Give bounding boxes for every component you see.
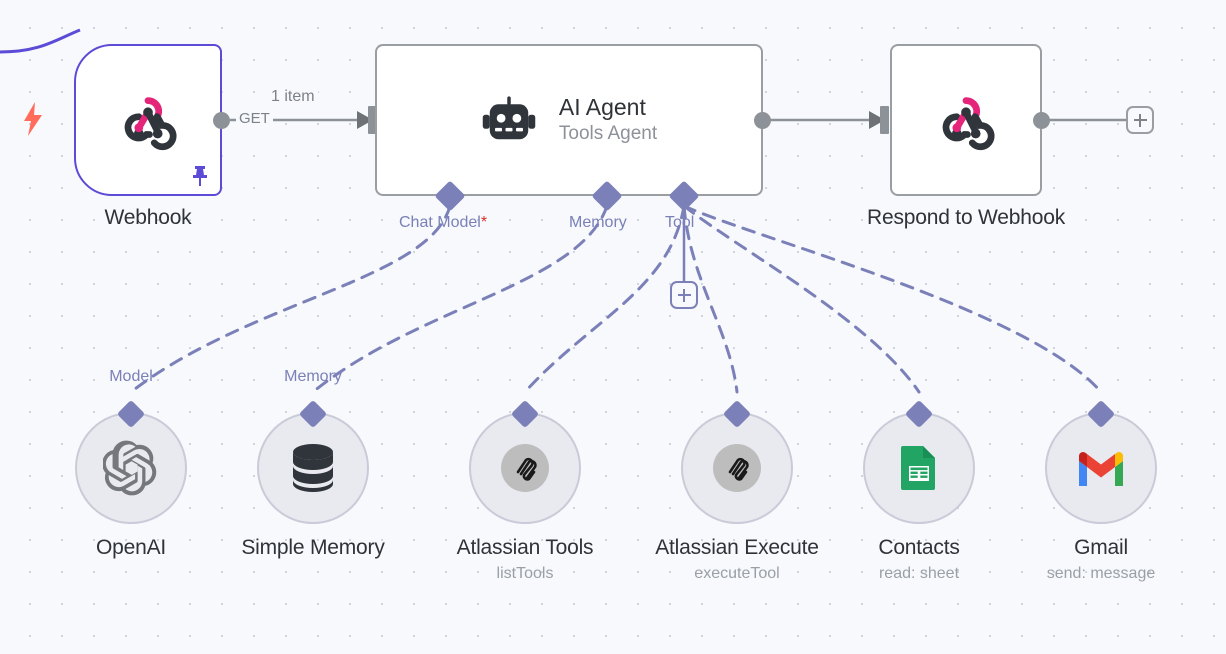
subnode-contacts-label-wrap: Contacts read: sheet: [878, 536, 959, 583]
subnode-atlassian-tools-subtitle: listTools: [496, 565, 554, 582]
add-tool-button[interactable]: [670, 281, 698, 309]
node-ai-agent-title: AI Agent: [558, 94, 646, 121]
atlassian-tool-icon: [713, 444, 761, 492]
node-webhook-title-wrap: Webhook: [105, 206, 192, 230]
subnode-gmail-subtitle: send: message: [1046, 565, 1156, 582]
port-memory-label: Memory: [569, 214, 627, 231]
subnode-openai-port[interactable]: [116, 399, 146, 429]
node-respond-title-wrap: Respond to Webhook: [867, 206, 1065, 230]
subnode-contacts-port[interactable]: [904, 399, 934, 429]
plus-vertical-bar: [683, 288, 685, 302]
webhook-icon: [124, 97, 177, 151]
node-ai-agent-subtitle: Tools Agent: [558, 123, 658, 145]
subnode-atlassian-tools[interactable]: Atlassian Tools listTools: [457, 399, 594, 582]
port-chat-model-label: Chat Model*: [399, 214, 487, 232]
webhook-icon: [942, 97, 995, 151]
subnode-simple-memory-label-wrap: Simple Memory: [241, 536, 384, 560]
subnode-gmail-title: Gmail: [1074, 536, 1128, 559]
subnode-gmail-port[interactable]: [1086, 399, 1116, 429]
connection-method-label: GET: [236, 110, 273, 127]
port-required-asterisk: *: [480, 214, 488, 231]
subnode-gmail-label-wrap: Gmail send: message: [1047, 536, 1156, 583]
node-ai-agent[interactable]: AI Agent Tools Agent: [375, 44, 763, 196]
subnode-simple-memory-port[interactable]: [298, 399, 328, 429]
subnode-simple-memory-title: Simple Memory: [241, 536, 385, 559]
openai-icon: [103, 440, 157, 496]
subnode-atlassian-execute-port[interactable]: [722, 399, 752, 429]
respond-output-dot[interactable]: [1033, 112, 1050, 129]
subnode-atlassian-tools-port[interactable]: [510, 399, 540, 429]
agent-output-dot[interactable]: [754, 112, 771, 129]
subnode-simple-memory-port-label: Memory: [284, 368, 342, 385]
subnode-gmail[interactable]: Gmail send: message: [1045, 399, 1157, 582]
subnode-atlassian-tools-title: Atlassian Tools: [456, 536, 594, 559]
atlassian-tool-icon: [501, 444, 549, 492]
subnode-atlassian-execute-subtitle: executeTool: [694, 565, 780, 582]
robot-icon: [482, 96, 536, 140]
node-respond-to-webhook[interactable]: Respond to Webhook: [867, 44, 1065, 229]
plus-vertical-bar: [1139, 113, 1141, 127]
subnode-openai-label-wrap: OpenAI: [96, 536, 166, 560]
agent-input-bar[interactable]: [368, 106, 377, 134]
add-node-button[interactable]: [1126, 106, 1154, 134]
node-webhook[interactable]: Webhook: [74, 44, 222, 229]
trigger-bolt-icon: [24, 102, 42, 136]
subnode-atlassian-execute-label-wrap: Atlassian Execute executeTool: [655, 536, 819, 583]
subnode-openai-port-label: Model: [109, 368, 153, 385]
subnode-atlassian-execute-title: Atlassian Execute: [655, 536, 819, 559]
port-chat-model-text: Chat Model: [399, 214, 481, 231]
webhook-output-dot[interactable]: [213, 112, 230, 129]
node-webhook-title: Webhook: [104, 206, 192, 229]
subnode-openai-title: OpenAI: [95, 536, 167, 559]
subnode-contacts-subtitle: read: sheet: [878, 565, 960, 582]
port-tool-label: Tool: [665, 214, 695, 231]
gmail-icon: [1079, 452, 1123, 486]
subnode-atlassian-execute[interactable]: Atlassian Execute executeTool: [655, 399, 819, 582]
database-icon: [293, 444, 333, 492]
node-respond-title: Respond to Webhook: [867, 206, 1065, 229]
subnode-simple-memory[interactable]: Memory Simple Memory: [241, 368, 384, 559]
pin-icon[interactable]: [190, 164, 210, 186]
subnode-contacts[interactable]: Contacts read: sheet: [863, 399, 975, 582]
google-sheets-icon: [901, 446, 935, 490]
subnode-atlassian-tools-label-wrap: Atlassian Tools listTools: [457, 536, 594, 583]
subnode-openai[interactable]: Model OpenAI: [75, 368, 187, 559]
respond-input-bar[interactable]: [880, 106, 889, 134]
connection-items-label: 1 item: [268, 88, 318, 106]
subnode-contacts-title: Contacts: [878, 536, 960, 559]
